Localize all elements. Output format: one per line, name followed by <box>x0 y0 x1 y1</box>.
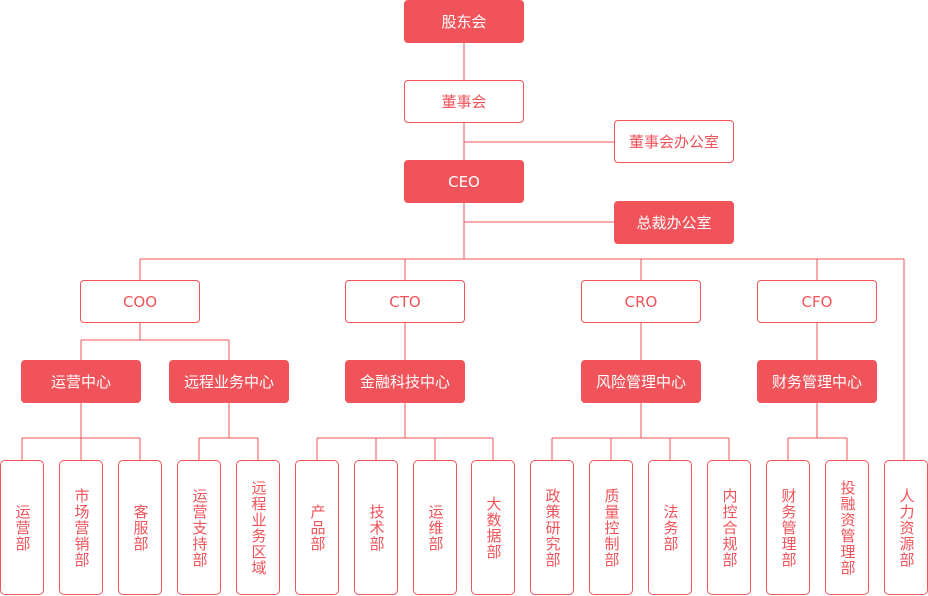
department-node: 运营支持部 <box>177 460 221 595</box>
cfo-node: CFO <box>757 280 877 323</box>
board-node: 董事会 <box>404 80 524 123</box>
department-node: 运维部 <box>413 460 457 595</box>
department-node: 质量控制部 <box>589 460 633 595</box>
department-node: 投融资管理部 <box>825 460 869 595</box>
cro-node: CRO <box>581 280 701 323</box>
department-label: 法务部 <box>661 503 680 552</box>
department-label: 人力资源部 <box>897 487 916 568</box>
department-label: 质量控制部 <box>602 487 621 568</box>
department-node: 市场营销部 <box>59 460 103 595</box>
ceo-node: CEO <box>404 160 524 203</box>
cto-node: CTO <box>345 280 465 323</box>
department-node: 人力资源部 <box>884 460 928 595</box>
department-label: 远程业务区域 <box>249 479 268 576</box>
department-label: 财务管理部 <box>779 487 798 568</box>
fintech-center-node: 金融科技中心 <box>345 360 465 403</box>
department-node: 技术部 <box>354 460 398 595</box>
board-office-node: 董事会办公室 <box>614 120 734 163</box>
department-label: 内控合规部 <box>720 487 739 568</box>
department-label: 运维部 <box>426 503 445 552</box>
department-node: 大数据部 <box>471 460 515 595</box>
department-label: 大数据部 <box>484 495 503 560</box>
department-label: 运营支持部 <box>190 487 209 568</box>
president-office-node: 总裁办公室 <box>614 201 734 244</box>
department-node: 财务管理部 <box>766 460 810 595</box>
department-node: 远程业务区域 <box>236 460 280 595</box>
department-node: 内控合规部 <box>707 460 751 595</box>
department-node: 运营部 <box>0 460 44 595</box>
coo-node: COO <box>80 280 200 323</box>
risk-management-center-node: 风险管理中心 <box>581 360 701 403</box>
department-node: 政策研究部 <box>530 460 574 595</box>
department-label: 技术部 <box>367 503 386 552</box>
department-node: 客服部 <box>118 460 162 595</box>
department-label: 市场营销部 <box>72 487 91 568</box>
remote-business-center-node: 远程业务中心 <box>169 360 289 403</box>
department-label: 产品部 <box>308 503 327 552</box>
shareholders-node: 股东会 <box>404 0 524 43</box>
department-label: 政策研究部 <box>543 487 562 568</box>
operations-center-node: 运营中心 <box>21 360 141 403</box>
department-label: 客服部 <box>131 503 150 552</box>
department-node: 产品部 <box>295 460 339 595</box>
department-label: 运营部 <box>13 503 32 552</box>
department-label: 投融资管理部 <box>838 479 857 576</box>
department-node: 法务部 <box>648 460 692 595</box>
finance-center-node: 财务管理中心 <box>757 360 877 403</box>
